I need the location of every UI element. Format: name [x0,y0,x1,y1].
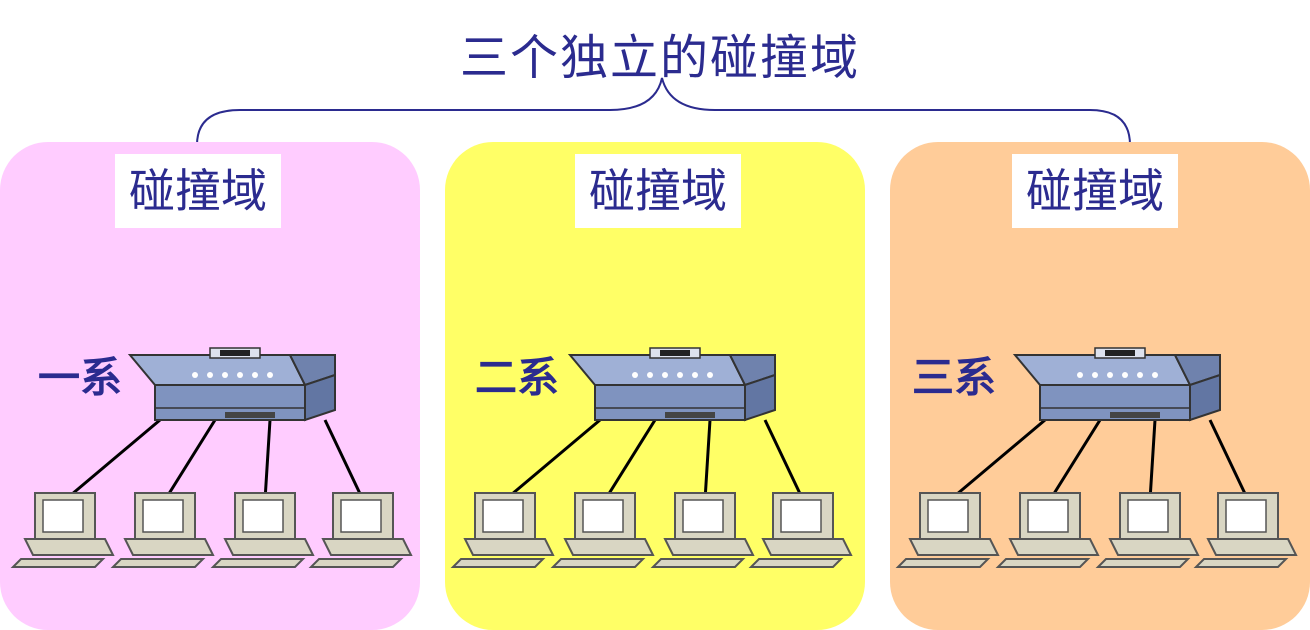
network-cable [64,418,161,502]
hub-icon [569,347,776,421]
network-cable [1208,419,1250,501]
hub-icon [129,347,336,421]
domain-label-2: 碰撞域 [575,154,741,228]
domain-label-1: 碰撞域 [115,154,281,228]
grouping-brace [196,77,1131,146]
hub-icon [1014,347,1221,421]
network-cable [163,419,217,501]
network-cable [763,419,805,501]
network-cable [323,419,365,501]
diagram-title: 三个独立的碰撞域 [459,30,860,86]
network-cable [504,418,601,502]
department-label-3: 三系 [912,353,997,402]
network-cable [703,419,712,501]
department-label-2: 二系 [475,353,560,402]
domain-label-3: 碰撞域 [1012,154,1178,228]
network-cable [263,419,272,501]
network-cable [603,419,657,501]
network-cable [949,418,1046,502]
network-cable [1048,419,1102,501]
network-cable [1148,419,1157,501]
department-label-1: 一系 [38,353,123,402]
